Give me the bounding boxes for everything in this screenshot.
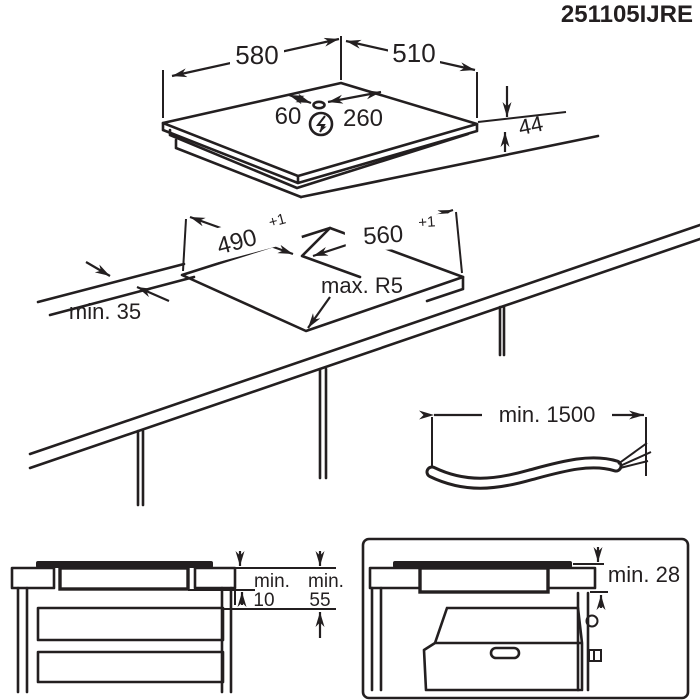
dimension-44: 44: [516, 111, 545, 141]
drawer-front-2: [36, 650, 225, 684]
cable-length-label: min. 1500: [499, 402, 596, 427]
cabinet-left-wall-2: [370, 586, 383, 692]
hob-top-extension-line: [477, 111, 567, 123]
power-cable-length: min. 1500: [419, 399, 652, 490]
arrow-front-clearance-2: [136, 285, 170, 303]
hob-glass-bar-2: [393, 561, 572, 568]
arrow-front-clearance-1: [85, 261, 111, 277]
extension-lines-min28: [573, 563, 608, 593]
electrical-connection-icon: [308, 111, 334, 137]
hob-glass-edge: [161, 121, 479, 185]
depth-label: min.: [308, 571, 344, 592]
arrow-corner-radius: [307, 296, 331, 329]
dimension-510: 510: [392, 38, 435, 68]
extension-line-560: [455, 211, 463, 274]
dimension-260: 260: [343, 105, 383, 132]
hob-bottom-extension-line: [299, 134, 600, 199]
drawer-front-1: [36, 606, 225, 642]
dimension-560-tolerance: +1: [418, 213, 436, 231]
dimension-580: 580: [235, 40, 278, 70]
hob-body-section-2: [418, 566, 550, 594]
worktop-front-edge: [28, 223, 700, 470]
worktop-left-piece: [10, 566, 56, 590]
cable-wire-ends: [617, 442, 652, 469]
worktop-right-piece-2: [546, 566, 597, 590]
dimension-490-tolerance: +1: [267, 210, 288, 231]
depth-value: 55: [309, 590, 330, 611]
part-number: 251105IJRE: [561, 1, 693, 28]
cable-core: [428, 459, 620, 487]
dimension-line-260: [327, 90, 382, 104]
dimension-60: 60: [275, 103, 302, 130]
mounting-hinge: [585, 614, 599, 628]
label-box-cable: [482, 399, 612, 429]
oven-clearance-label: min. 28: [608, 562, 680, 587]
hob-body-edge: [168, 128, 470, 199]
cross-section-oven: min. 28: [361, 537, 690, 700]
front-clearance-label: min. 35: [69, 299, 141, 324]
extension-lines-580: [162, 36, 342, 118]
gap-value: 10: [253, 590, 274, 611]
label-560: 560 +1: [344, 213, 450, 253]
cabinet-side-walls: [16, 586, 233, 694]
label-box-580: [230, 41, 284, 69]
extension-lines-clearance: [188, 567, 336, 610]
section-frame: [361, 537, 690, 700]
worktop-left-piece-2: [368, 566, 422, 590]
cross-section-drawers: min. 10 min. 55: [10, 551, 344, 694]
worktop-left-edge-strip: [36, 262, 196, 317]
cable-entry-gland: [312, 100, 326, 110]
worktop-right-piece: [193, 566, 237, 590]
corner-radius-label: max. R5: [321, 273, 403, 298]
dimension-560: 560: [362, 221, 404, 251]
worktop-cutout-view: 490 +1 560 +1 max. R5 min. 35: [28, 207, 700, 507]
label-490: 490 +1: [197, 207, 303, 266]
label-box-510: [388, 39, 440, 67]
gap-label: min.: [254, 571, 290, 592]
oven-outline: [422, 606, 584, 692]
extension-line-490: [182, 218, 187, 272]
oven-handle: [489, 646, 521, 660]
hob-body-section: [58, 566, 190, 591]
mounting-bracket: [588, 649, 602, 662]
hob-isometric-view: 580 510 44 60 260: [161, 36, 600, 199]
dimension-line-60: [288, 93, 312, 105]
cabinet-wall-lines: [136, 305, 506, 507]
hob-glass-bar: [36, 561, 213, 568]
